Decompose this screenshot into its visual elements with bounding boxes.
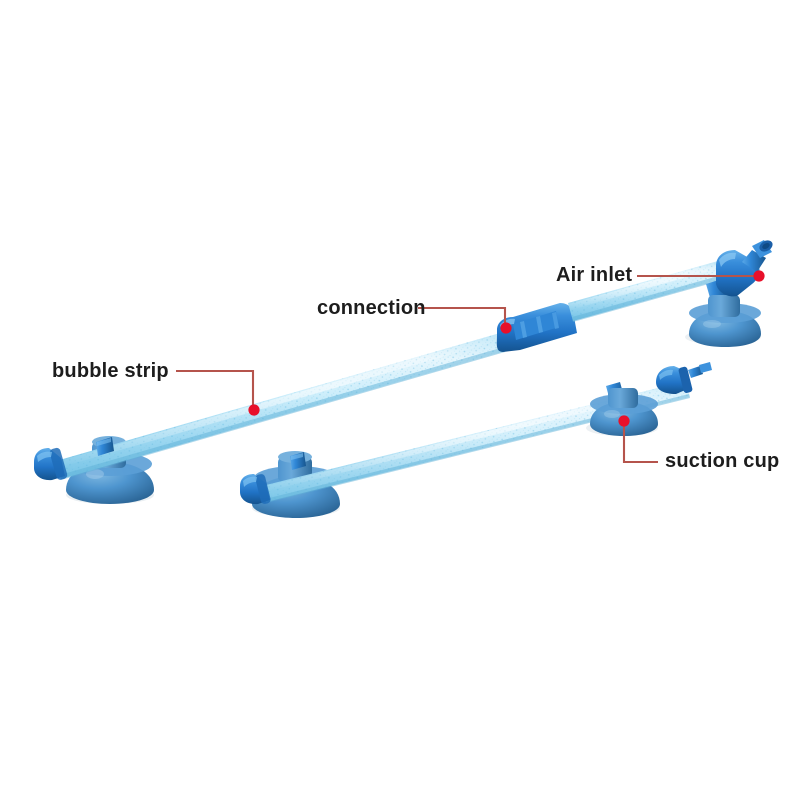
leader-connection xyxy=(418,306,507,324)
callout-markers xyxy=(248,270,765,427)
marker-dot-bubble-strip xyxy=(248,404,260,416)
leader-bubble-strip xyxy=(176,369,255,406)
long-bar-tube-left-segment xyxy=(56,333,505,480)
short-bar-tube xyxy=(262,381,690,503)
long-bar-clip xyxy=(96,437,114,456)
callout-label-air-inlet: Air inlet xyxy=(556,264,633,286)
short-bar-end-cap xyxy=(240,474,271,505)
callout-label-bubble-strip: bubble strip xyxy=(52,360,169,382)
marker-dot-connection xyxy=(500,322,512,334)
connection-coupler xyxy=(496,303,577,352)
short-bar-outlet-nipple xyxy=(656,362,712,394)
callout-label-suction-cup: suction cup xyxy=(665,450,780,472)
leader-suction-cup xyxy=(622,426,658,464)
short-bubble-strip-bar xyxy=(240,362,712,518)
suction-cup-short-right xyxy=(586,382,658,436)
air-inlet-nozzle xyxy=(716,240,773,297)
long-bar-end-cap xyxy=(34,447,68,481)
long-bubble-strip-bar xyxy=(34,240,773,504)
callout-label-connection: connection xyxy=(317,297,426,319)
marker-dot-air-inlet xyxy=(753,270,765,282)
callout-leaders xyxy=(176,274,754,464)
short-bar-clip xyxy=(290,452,306,470)
marker-dot-suction-cup xyxy=(618,415,630,427)
